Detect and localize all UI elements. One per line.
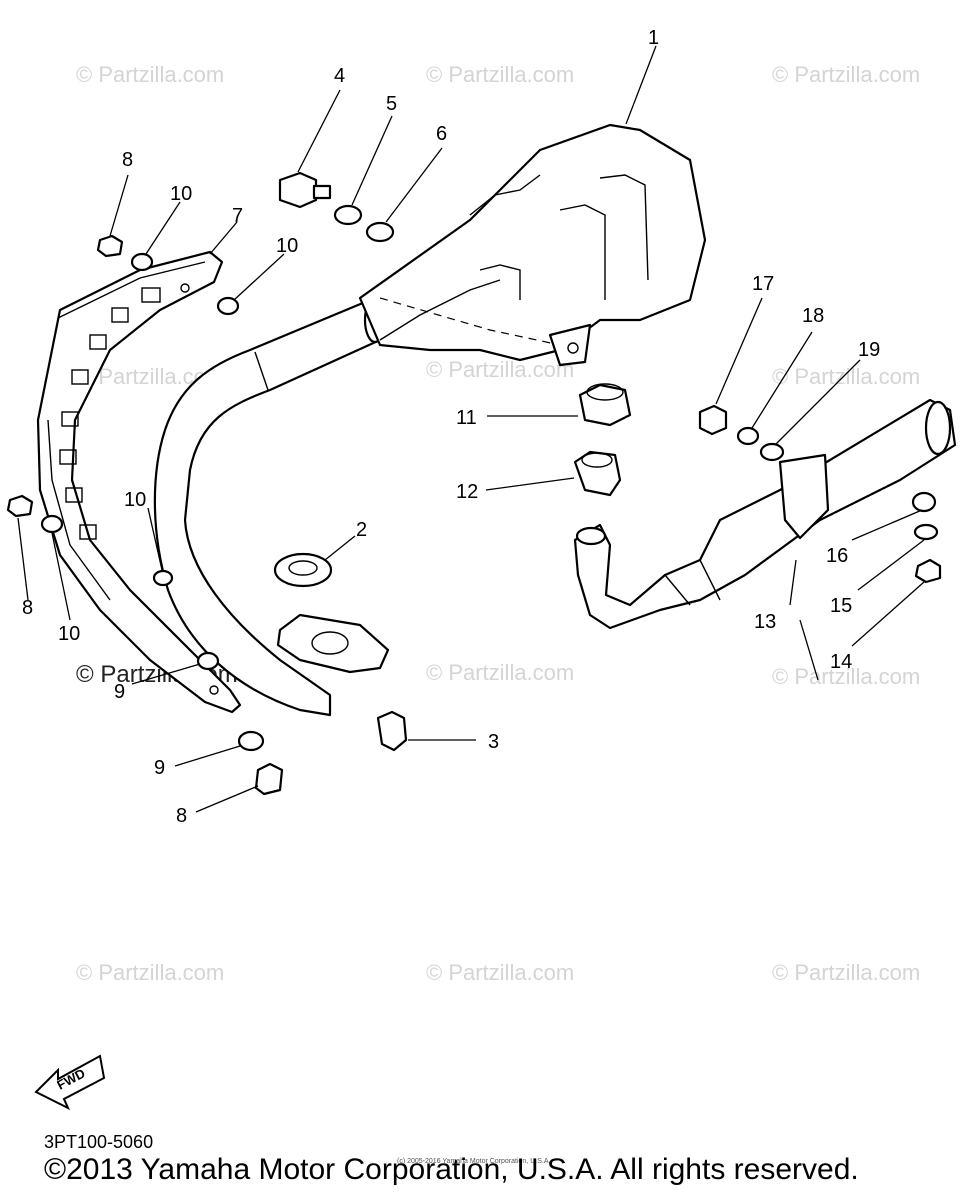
callout-label: 1 bbox=[648, 27, 659, 49]
callout-label: 3 bbox=[488, 731, 499, 753]
washer-19-part bbox=[759, 442, 785, 462]
heat-protector-part bbox=[36, 250, 242, 714]
callout-label: 19 bbox=[858, 339, 880, 361]
callout-label: 9 bbox=[154, 757, 165, 779]
callout-label: 18 bbox=[802, 305, 824, 327]
washer-5-part bbox=[333, 204, 363, 226]
watermark: © Partzilla.com bbox=[76, 960, 224, 985]
watermark: © Partzilla.com bbox=[772, 62, 920, 87]
callout-label: 5 bbox=[386, 93, 397, 115]
washer-9-part bbox=[196, 651, 220, 671]
callout-label: 9 bbox=[114, 681, 125, 703]
watermarks: © Partzilla.com © Partzilla.com © Partzi… bbox=[76, 62, 920, 985]
washer-6-part bbox=[365, 221, 395, 243]
callout-label: 7 bbox=[232, 205, 243, 227]
bolt-14-part bbox=[914, 558, 942, 584]
bolt-4-part bbox=[278, 171, 332, 209]
washer-15-part bbox=[913, 523, 939, 541]
callouts: 1 2 3 4 5 6 7 8 8 8 9 9 10 10 10 10 11 1… bbox=[22, 27, 880, 827]
callout-label: 8 bbox=[22, 597, 33, 619]
grommet-16-part bbox=[911, 491, 937, 513]
callout-label: 12 bbox=[456, 481, 478, 503]
washer-9-part bbox=[237, 730, 265, 752]
muffler-part bbox=[358, 123, 707, 367]
callout-label: 13 bbox=[754, 611, 776, 633]
callout-label: 10 bbox=[170, 183, 192, 205]
bolt-8-part bbox=[254, 762, 284, 796]
fwd-arrow-icon: FWD bbox=[34, 1054, 106, 1111]
callout-label: 10 bbox=[58, 623, 80, 645]
washer-10-part bbox=[130, 252, 154, 272]
callout-label: 6 bbox=[436, 123, 447, 145]
callout-label: 4 bbox=[334, 65, 345, 87]
bolt-8-part bbox=[6, 494, 34, 518]
watermark: © Partzilla.com bbox=[426, 960, 574, 985]
diagram-code: 3PT100-5060 bbox=[44, 1132, 154, 1152]
leader-lines bbox=[17, 45, 925, 813]
gasket-2-part bbox=[273, 552, 333, 588]
callout-label: 8 bbox=[176, 805, 187, 827]
callout-label: 8 bbox=[122, 149, 133, 171]
watermark: © Partzilla.com bbox=[772, 364, 920, 389]
washer-10-part bbox=[216, 296, 240, 316]
silencer-13-part bbox=[573, 398, 957, 630]
flange-part bbox=[276, 613, 390, 674]
callout-label: 10 bbox=[124, 489, 146, 511]
callout-label: 16 bbox=[826, 545, 848, 567]
grommet-11-part bbox=[578, 383, 632, 427]
bolt-3-part bbox=[376, 710, 408, 752]
callout-label: 15 bbox=[830, 595, 852, 617]
bolt-8-part bbox=[96, 234, 124, 258]
washer-10-part bbox=[152, 569, 174, 587]
callout-label: 10 bbox=[276, 235, 298, 257]
callout-label: 2 bbox=[356, 519, 367, 541]
watermark: © Partzilla.com bbox=[76, 62, 224, 87]
watermark: © Partzilla.com bbox=[426, 357, 574, 382]
clamp-12-part bbox=[573, 450, 622, 497]
watermark: © Partzilla.com bbox=[426, 660, 574, 685]
watermark: © Partzilla.com bbox=[772, 960, 920, 985]
callout-label: 11 bbox=[456, 407, 477, 429]
watermark: © Partzilla.com bbox=[426, 62, 574, 87]
watermark: © Partzilla.com bbox=[772, 664, 920, 689]
washer-18-part bbox=[736, 426, 760, 446]
callout-label: 14 bbox=[830, 651, 852, 673]
washer-10-part bbox=[40, 514, 64, 534]
small-copyright: (c) 2005-2016 Yamaha Motor Corporation, … bbox=[397, 1158, 551, 1165]
callout-label: 17 bbox=[752, 273, 774, 295]
bolt-17-part bbox=[698, 404, 728, 436]
copyright-notice: ©2013 Yamaha Motor Corporation, U.S.A. A… bbox=[44, 1153, 859, 1186]
